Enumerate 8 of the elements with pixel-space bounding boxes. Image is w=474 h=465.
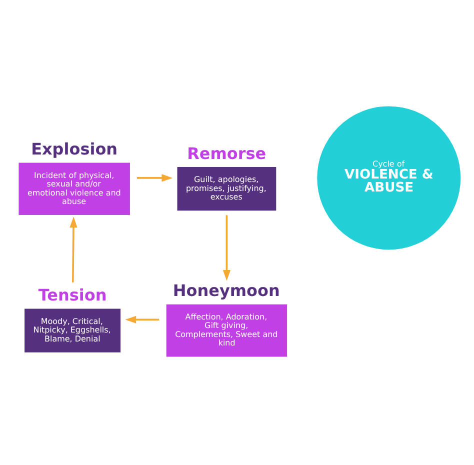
arrow <box>125 316 159 324</box>
node-label: Honeymoon <box>172 281 280 300</box>
arrow <box>136 174 173 182</box>
arrow <box>222 215 231 281</box>
arrow <box>70 216 78 282</box>
node-label: Tension <box>38 285 107 304</box>
node-label: Explosion <box>31 139 118 158</box>
node-label: Remorse <box>187 144 266 163</box>
